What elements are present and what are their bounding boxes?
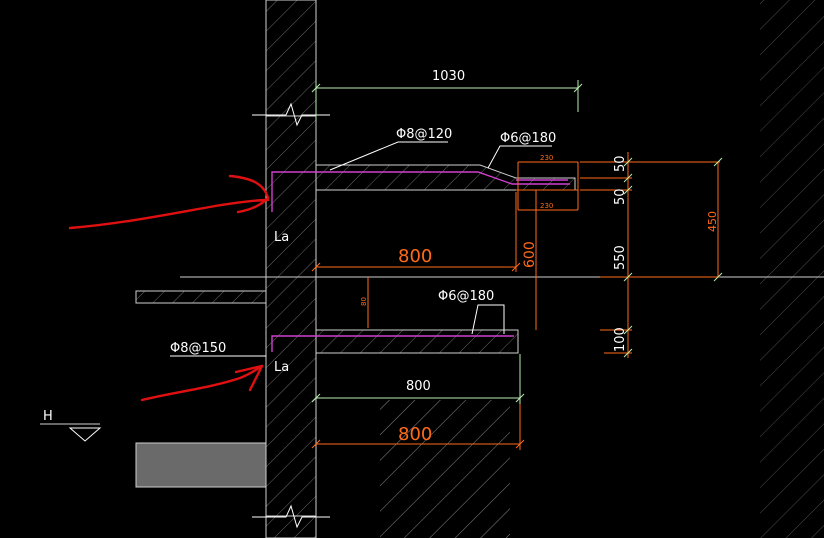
dim-lower-slab-small-text: 800 — [406, 379, 431, 394]
dim-lower-slab-text: 800 — [398, 424, 432, 445]
wall-lower — [265, 515, 317, 538]
soil-hatch — [380, 400, 510, 538]
wall-main — [265, 115, 317, 517]
dim-small-bottom-text: 230 — [540, 202, 553, 210]
wall-upper — [265, 0, 317, 117]
dim-right-ticks — [623, 157, 723, 358]
dim-total-height-text: 450 — [706, 211, 719, 232]
dim-seg-upper-text: 50 — [613, 188, 628, 205]
label-wall-bar-8: Φ8@150 — [170, 341, 226, 356]
rebar-lines — [271, 171, 570, 352]
lower-slab — [315, 329, 519, 354]
dim-vertical-gap — [367, 161, 579, 330]
label-top-bar-6: Φ6@180 — [500, 131, 556, 146]
dim-vertical-gap-text: 600 — [522, 241, 538, 268]
dim-small-top-text: 230 — [540, 154, 553, 162]
label-lower-bar-6: Φ6@180 — [438, 289, 494, 304]
dim-top-length-text: 1030 — [432, 69, 465, 84]
dim-upper-slab-text: 800 — [398, 246, 432, 267]
break-line-icon — [252, 102, 330, 529]
left-foundation — [135, 442, 267, 488]
dim-seg-bottom-text: 100 — [613, 327, 628, 352]
soil-hatch-right — [760, 0, 824, 538]
dim-seg-mid-text: 550 — [613, 245, 628, 270]
level-triangle-icon — [68, 427, 102, 442]
dim-lower-slab — [311, 404, 525, 450]
leader-lines — [170, 141, 552, 357]
dim-right-chain — [580, 152, 720, 358]
dim-top-length — [311, 80, 583, 120]
upper-slab — [315, 164, 576, 191]
dim-lower-slab-small — [311, 354, 525, 404]
label-top-bar-8: Φ8@120 — [396, 127, 452, 142]
left-floor-slab — [135, 290, 267, 304]
red-arrow-icon — [68, 174, 270, 402]
dim-seg-top-text: 50 — [613, 155, 628, 172]
dim-upper-slab — [311, 192, 521, 272]
anchorage-lower: La — [274, 360, 289, 375]
anchorage-upper: La — [274, 230, 289, 245]
level-label: H — [43, 409, 53, 424]
dim-small-left-text: 80 — [360, 297, 368, 306]
